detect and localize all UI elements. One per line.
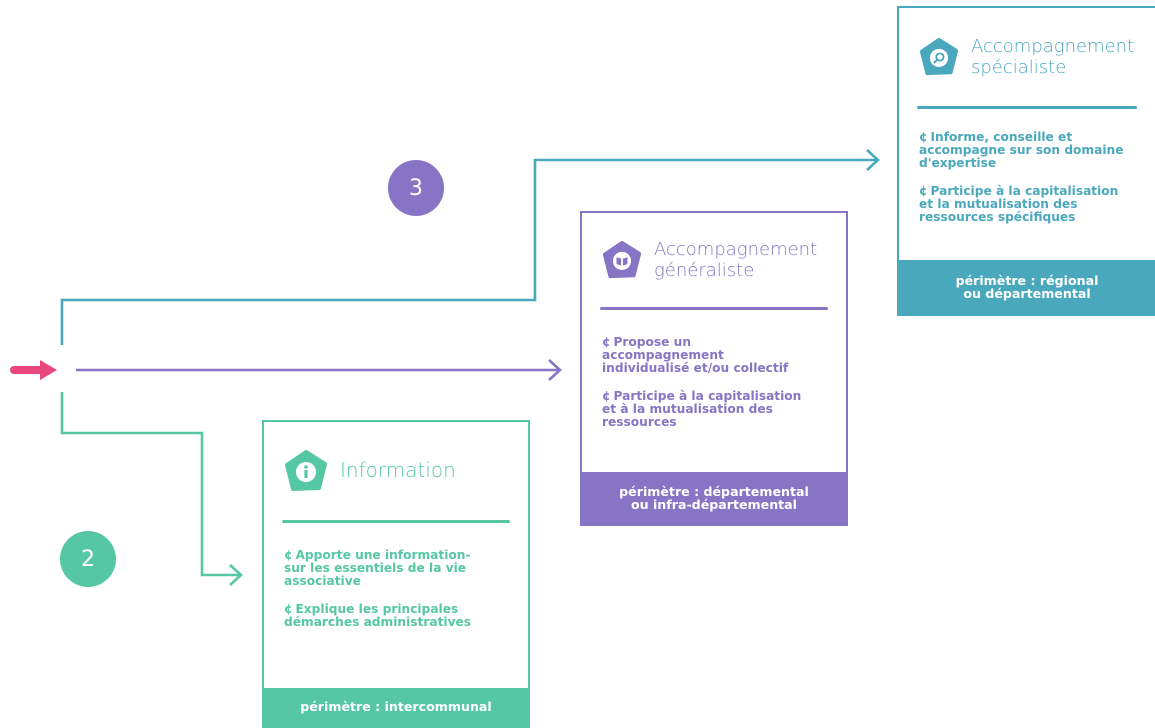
info-icon <box>285 450 327 491</box>
perimeter-label: ou infra-départemental <box>630 497 797 512</box>
connector-to-information <box>60 392 243 586</box>
perimeter-footer: périmètre : départemental ou infra-dépar… <box>582 472 846 524</box>
title-line: Accompagnement <box>654 238 818 260</box>
title-line: Accompagnement <box>971 35 1135 57</box>
list-item: ¢Explique les principales démarches admi… <box>284 601 472 629</box>
card-title: Accompagnement spécialiste <box>971 36 1134 78</box>
list-item: ¢Informe, conseille et accompagne sur so… <box>919 130 1124 170</box>
perimeter-label: périmètre : régional <box>955 272 1099 288</box>
card-divider <box>282 520 510 523</box>
perimeter-label: ou départemental <box>963 286 1091 301</box>
entry-arrow-icon <box>10 360 57 380</box>
step-number: 2 <box>81 546 95 572</box>
card-divider <box>917 106 1137 109</box>
specialiste-card: Accompagnement spécialiste ¢Informe, con… <box>897 6 1155 316</box>
card-title: Information <box>340 458 456 483</box>
perimeter-label: périmètre : départemental <box>619 483 809 499</box>
card-items: ¢Apporte une information- sur les essent… <box>264 549 528 644</box>
perimeter-label: périmètre : intercommunal <box>300 699 492 715</box>
step-number: 3 <box>409 175 423 201</box>
step-badge-3: 3 <box>388 160 444 216</box>
card-items: ¢Informe, conseille et accompagne sur so… <box>899 131 1155 239</box>
connector-to-generaliste <box>76 359 562 381</box>
list-item: ¢Participe à la capitalisation et à la m… <box>602 388 802 429</box>
title-line: spécialiste <box>971 57 1067 78</box>
list-item: ¢Propose un accompagnement individualisé… <box>602 335 789 375</box>
magnifier-icon <box>919 37 959 76</box>
generaliste-card: Accompagnement généraliste ¢Propose un a… <box>580 211 848 526</box>
information-card: Information ¢Apporte une information- su… <box>262 420 530 728</box>
perimeter-footer: périmètre : intercommunal <box>264 688 528 726</box>
list-item: ¢Participe à la capitalisation et la mut… <box>919 183 1119 224</box>
title-line: généraliste <box>654 260 755 281</box>
card-header: Information <box>264 422 528 520</box>
card-items: ¢Propose un accompagnement individualisé… <box>582 336 846 444</box>
card-title: Accompagnement généraliste <box>654 239 817 281</box>
perimeter-footer: périmètre : régional ou départemental <box>899 260 1155 314</box>
connector-to-specialiste <box>60 149 880 345</box>
card-header: Accompagnement généraliste <box>582 213 846 307</box>
book-icon <box>602 240 642 279</box>
card-divider <box>600 307 828 310</box>
card-header: Accompagnement spécialiste <box>899 8 1155 106</box>
list-item: ¢Apporte une information- sur les essent… <box>284 548 471 588</box>
step-badge-2: 2 <box>60 531 116 587</box>
